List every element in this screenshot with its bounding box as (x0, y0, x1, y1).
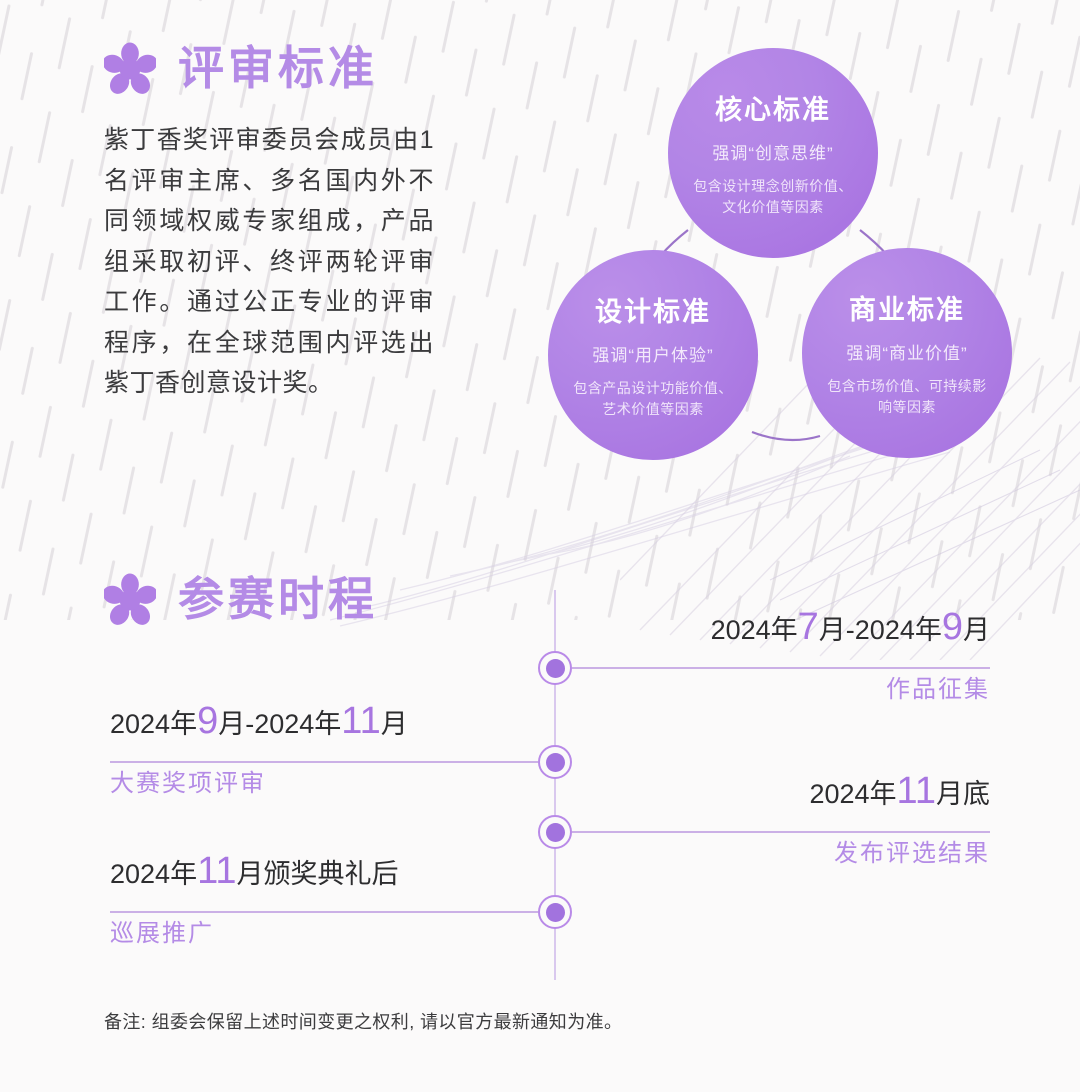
circle-design-subtitle: 强调“用户体验” (592, 346, 714, 365)
criteria-title: 评审标准 (178, 42, 378, 94)
timeline-connector-3 (572, 831, 990, 833)
schedule-footnote: 备注: 组委会保留上述时间变更之权利, 请以官方最新通知为准。 (104, 1012, 623, 1032)
circle-design-description: 包含产品设计功能价值、艺术价值等因素 (573, 380, 733, 417)
timeline-connector-2 (110, 761, 538, 763)
timeline-date-3: 2024年11月底 (809, 770, 990, 812)
timeline-label-row-3: 发布评选结果 (560, 842, 990, 866)
circle-core-title: 核心标准 (715, 95, 831, 125)
circle-business-description: 包含市场价值、可持续影响等因素 (827, 378, 987, 415)
criteria-section-heading: 评审标准 (104, 42, 378, 94)
circle-core-subtitle: 强调“创意思维” (712, 144, 834, 163)
criteria-circle-business[interactable]: 商业标准 强调“商业价值” 包含市场价值、可持续影响等因素 (802, 248, 1012, 458)
flower-icon (104, 42, 156, 94)
timeline-date-2: 2024年9月-2024年11月 (110, 700, 408, 742)
timeline-connector-4 (110, 911, 538, 913)
circle-business-subtitle: 强调“商业价值” (846, 344, 968, 363)
schedule-timeline: 2024年7月-2024年9月 作品征集 2024年9月-2024年11月 大赛… (0, 590, 1080, 990)
timeline-label-row-1: 作品征集 (560, 678, 990, 702)
timeline-dot-2[interactable] (538, 745, 572, 779)
criteria-paragraph: 紫丁香奖评审委员会成员由1名评审主席、多名国内外不同领域权威专家组成，产品组采取… (104, 126, 434, 397)
timeline-dot-1[interactable] (538, 651, 572, 685)
timeline-dot-4[interactable] (538, 895, 572, 929)
timeline-label-2: 大赛奖项评审 (110, 770, 266, 797)
timeline-date-1: 2024年7月-2024年9月 (710, 606, 990, 648)
timeline-label-3: 发布评选结果 (834, 840, 990, 867)
timeline-connector-1 (572, 667, 990, 669)
timeline-label-row-2: 大赛奖项评审 (110, 772, 540, 796)
timeline-item-4[interactable]: 2024年11月颁奖典礼后 (110, 852, 540, 890)
timeline-item-2[interactable]: 2024年9月-2024年11月 (110, 702, 540, 740)
timeline-label-4: 巡展推广 (110, 920, 214, 947)
criteria-venn-diagram: 核心标准 强调“创意思维” 包含设计理念创新价值、文化价值等因素 设计标准 强调… (520, 40, 1040, 520)
timeline-item-1[interactable]: 2024年7月-2024年9月 (560, 608, 990, 646)
criteria-circle-core[interactable]: 核心标准 强调“创意思维” 包含设计理念创新价值、文化价值等因素 (668, 48, 878, 258)
circle-design-title: 设计标准 (595, 297, 711, 327)
circle-business-title: 商业标准 (849, 295, 965, 325)
circle-core-description: 包含设计理念创新价值、文化价值等因素 (693, 178, 853, 215)
timeline-label-1: 作品征集 (886, 676, 990, 703)
timeline-dot-3[interactable] (538, 815, 572, 849)
timeline-item-3[interactable]: 2024年11月底 (560, 772, 990, 810)
timeline-spine (554, 590, 556, 980)
criteria-circle-design[interactable]: 设计标准 强调“用户体验” 包含产品设计功能价值、艺术价值等因素 (548, 250, 758, 460)
timeline-date-4: 2024年11月颁奖典礼后 (110, 850, 399, 892)
timeline-label-row-4: 巡展推广 (110, 922, 540, 946)
